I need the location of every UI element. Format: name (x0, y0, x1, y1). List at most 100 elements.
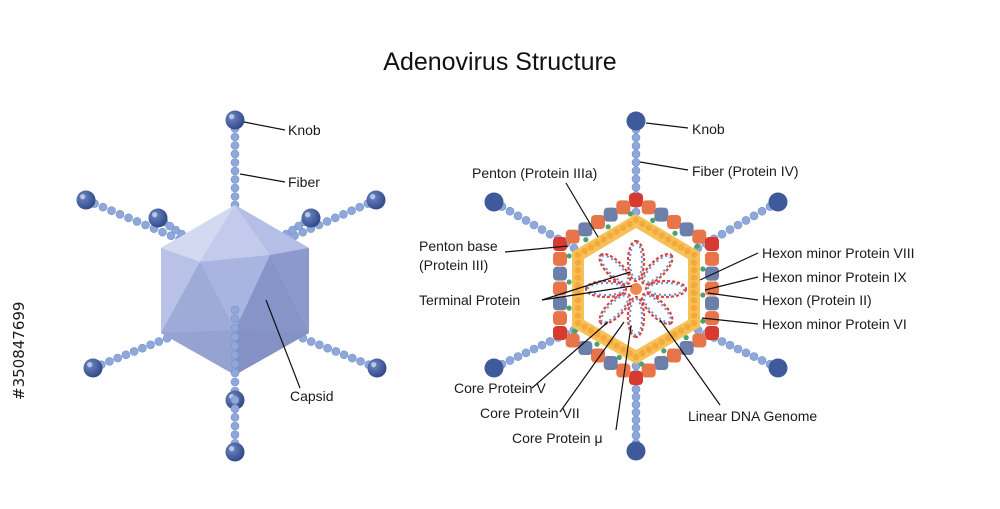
core-protein-dot (665, 236, 672, 243)
r-fiber-line (639, 161, 689, 171)
core-protein-dot (574, 266, 582, 274)
protein-ix-dot (700, 292, 706, 298)
fiber-bead (631, 431, 641, 440)
r-hexon-vi-line (701, 317, 759, 325)
fiber-bead (330, 213, 340, 223)
core-protein-dot (600, 236, 607, 243)
protein-ix-dot (566, 253, 572, 259)
core-protein-dot (690, 266, 698, 274)
shell-dots (574, 216, 698, 361)
core-protein-dot (639, 220, 646, 228)
core-protein-dot (619, 346, 627, 353)
penton-capsomer (553, 326, 567, 340)
r-linear-dna-label: Linear DNA Genome (688, 408, 817, 424)
core-protein-dot (690, 312, 698, 319)
core-protein-dot (587, 327, 595, 334)
protein-ix-dot (627, 211, 634, 217)
core-protein-dot (594, 331, 601, 338)
knob-highlight (80, 194, 86, 200)
capsomer-ring (553, 193, 719, 385)
core-protein-dot (645, 346, 653, 353)
protein-ix-dot (650, 217, 656, 223)
cross-section (553, 193, 719, 385)
protein-ix-dot (616, 354, 622, 361)
hexon-capsomer (705, 296, 719, 311)
r-knob-label: Knob (692, 121, 725, 137)
hexon-capsomer (553, 281, 567, 296)
dna-strand-red (598, 292, 632, 326)
knob-sphere (301, 208, 321, 228)
hexon-capsomer (654, 356, 669, 370)
r-hexon-vi-label: Hexon minor Protein VI (762, 316, 907, 332)
fiber-bead (347, 206, 356, 216)
r-fiber-label: Fiber (Protein IV) (692, 163, 799, 179)
fiber-bead (331, 347, 341, 356)
fiber-bead (631, 182, 641, 192)
r-terminal-label: Terminal Protein (419, 292, 520, 308)
protein-ix-dot (700, 266, 706, 272)
dna-strand-blue (587, 282, 625, 296)
fiber-bead (545, 337, 555, 346)
hexon-capsomer (667, 215, 681, 229)
hexon-capsomer (641, 200, 656, 215)
fiber-bead (631, 141, 641, 151)
core-protein-dot (690, 297, 698, 304)
fiber-bead (733, 344, 743, 354)
fiber-bead (158, 227, 167, 237)
hexon-capsomer (553, 311, 567, 326)
fiber-bead (513, 352, 523, 361)
fiber-bead (230, 377, 240, 387)
knob-highlight (370, 194, 376, 200)
fiber-bead (631, 384, 641, 394)
hexon-capsomer (603, 356, 618, 370)
fiber-bead (513, 211, 523, 221)
core-protein-dot (574, 297, 582, 304)
fiber-bead (230, 395, 240, 405)
r-core-vii-label: Core Protein VII (480, 405, 580, 421)
fiber-bead (717, 229, 727, 239)
dna-strand-red (640, 252, 674, 286)
protein-ix-dot (566, 279, 572, 285)
core-protein-dot (658, 232, 665, 239)
fiber-bead (631, 400, 641, 409)
fiber-bead (298, 227, 308, 237)
fiber-bead (230, 350, 240, 360)
fiber-bead (115, 209, 125, 219)
fiber-label: Fiber (288, 174, 320, 190)
r-hexon-ii-label: Hexon (Protein II) (762, 292, 872, 308)
fiber-bead (733, 220, 743, 230)
hexon-capsomer (565, 333, 580, 348)
hexon-capsomer (578, 341, 593, 355)
left-fibers-front (225, 305, 245, 462)
hexon-capsomer (679, 341, 694, 355)
core-protein-dot (690, 304, 698, 312)
hexon-capsomer (667, 348, 681, 363)
fiber-bead (230, 175, 240, 184)
knob-sphere (626, 111, 646, 131)
fiber-bead (631, 149, 641, 159)
fiber-bead (757, 206, 767, 216)
knob-sphere (366, 190, 386, 210)
protein-ix-dot (672, 230, 678, 236)
dna-strand-red (626, 295, 646, 339)
core-protein-dot (626, 350, 633, 357)
core-protein-dot (613, 228, 620, 235)
knob-highlight (87, 362, 93, 368)
knob-sphere (768, 192, 788, 212)
r-linear-dna-line (659, 319, 721, 406)
fiber-bead (105, 357, 114, 366)
protein-ix-dot (638, 361, 645, 367)
core-protein-dot (658, 338, 665, 346)
hexon-capsomer (553, 251, 567, 266)
core-protein-dot (690, 259, 698, 266)
fiber-bead (230, 413, 240, 422)
knob-sphere (367, 358, 387, 378)
knob-highlight (371, 362, 377, 368)
r-penton-label: Penton (Protein IIIa) (472, 165, 597, 181)
protein-ix-dot (700, 318, 706, 324)
fiber-bead (725, 225, 735, 234)
diagram-title: Adenovirus Structure (383, 48, 616, 76)
r-core-v-label: Core Protein V (454, 380, 546, 396)
fiber-bead (757, 356, 767, 365)
fiber-bead (631, 408, 641, 417)
